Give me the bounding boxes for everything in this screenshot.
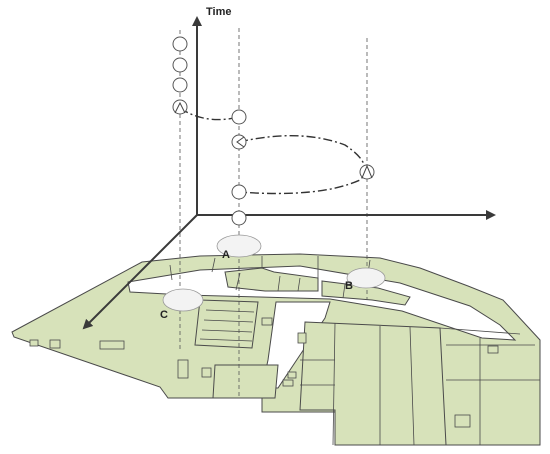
location-label-a: A xyxy=(222,249,230,261)
floor-plan-divisions xyxy=(169,256,540,446)
time-axis-label: Time xyxy=(206,6,231,18)
location-ellipse-c xyxy=(162,288,204,312)
time-point xyxy=(231,210,247,226)
location-ellipse-b xyxy=(346,267,386,289)
island-unit xyxy=(321,280,411,306)
y-axis xyxy=(82,214,198,330)
location-markers xyxy=(162,234,386,312)
location-label-c: C xyxy=(160,309,168,321)
shop-unit xyxy=(212,364,279,399)
trajectory-path xyxy=(179,107,366,195)
trajectory-loop xyxy=(238,134,366,195)
location-ellipse-a xyxy=(216,234,262,258)
fixture xyxy=(261,317,273,326)
time-point xyxy=(231,184,247,200)
time-point xyxy=(231,109,247,125)
central-island xyxy=(224,267,319,292)
floor-plan xyxy=(11,253,541,446)
fixture xyxy=(201,367,212,378)
time-points xyxy=(172,36,375,226)
transition-mark xyxy=(236,136,245,148)
transition-mark xyxy=(361,164,373,179)
fixture xyxy=(177,359,189,379)
fixture xyxy=(487,345,499,354)
transition-mark xyxy=(174,101,186,114)
fixture xyxy=(29,339,39,347)
location-label-b: B xyxy=(345,280,353,292)
floor-fixtures xyxy=(29,317,499,428)
shop-unit xyxy=(299,321,447,446)
fixture xyxy=(287,371,297,379)
time-point xyxy=(172,36,188,52)
fixture xyxy=(454,414,471,428)
time-point xyxy=(172,77,188,93)
trajectory-segment xyxy=(179,107,240,121)
transition-marks xyxy=(174,101,373,179)
fixture xyxy=(297,332,307,344)
fixture xyxy=(99,340,125,350)
fixture xyxy=(49,339,61,349)
time-point xyxy=(172,57,188,73)
fixture xyxy=(282,379,294,387)
